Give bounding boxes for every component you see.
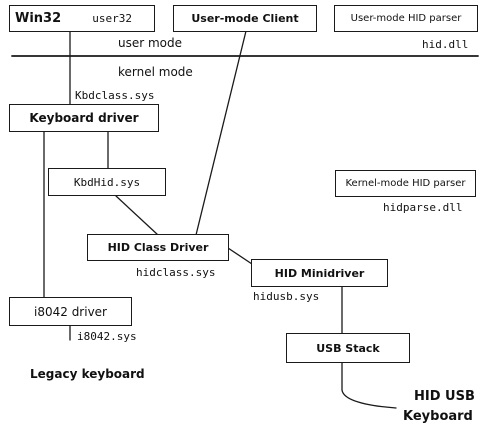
win32-label: Win32 — [15, 11, 62, 26]
kernel-mode-hid-parser-box: Kernel-mode HID parser — [335, 170, 476, 197]
win32-box: Win32 user32 — [9, 5, 155, 32]
win32-module-label: user32 — [92, 12, 132, 25]
connector-hid-class-hid-minidriver — [227, 247, 253, 265]
kbdhid-sys-box: KbdHid.sys — [48, 168, 166, 196]
user-mode-label: user mode — [118, 36, 183, 50]
hid-class-driver-box: HID Class Driver — [87, 234, 229, 261]
hid-minidriver-box: HID Minidriver — [251, 259, 388, 287]
user-mode-hid-parser-box: User-mode HID parser — [334, 5, 478, 32]
hid-minidriver-label: HID Minidriver — [274, 266, 365, 280]
kernel-mode-label: kernel mode — [118, 65, 193, 79]
hid-class-driver-label: HID Class Driver — [107, 241, 209, 254]
hid-usb-keyboard-line2: Keyboard — [403, 409, 473, 424]
usb-stack-label: USB Stack — [316, 341, 380, 355]
i8042-driver-label: i8042 driver — [34, 304, 107, 319]
hid-usb-keyboard-line1: HID USB — [414, 389, 475, 404]
user-mode-hid-parser-label: User-mode HID parser — [350, 13, 462, 24]
legacy-keyboard-label: Legacy keyboard — [30, 367, 145, 381]
kernel-mode-hid-parser-label: Kernel-mode HID parser — [345, 178, 466, 189]
hidusb-sys-label: hidusb.sys — [253, 290, 320, 303]
connector-user-client-hid-class-driver — [195, 30, 247, 236]
keyboard-driver-label: Keyboard driver — [29, 111, 139, 125]
kbdhid-sys-label: KbdHid.sys — [73, 175, 141, 189]
hidparse-dll-label: hidparse.dll — [383, 201, 463, 214]
user-mode-client-label: User-mode Client — [191, 12, 299, 25]
i8042-driver-box: i8042 driver — [9, 297, 132, 326]
user-mode-client-box: User-mode Client — [173, 5, 317, 32]
usb-stack-box: USB Stack — [286, 333, 410, 363]
connector-kbdhid-hid-class-driver — [115, 195, 159, 236]
keyboard-driver-box: Keyboard driver — [9, 104, 159, 132]
kbdclass-sys-label: Kbdclass.sys — [75, 89, 155, 102]
i8042-sys-label: i8042.sys — [77, 330, 137, 343]
hid-dll-label: hid.dll — [422, 38, 469, 51]
hidclass-sys-label: hidclass.sys — [136, 266, 216, 279]
connector-usb-stack-hid-keyboard — [341, 361, 397, 409]
